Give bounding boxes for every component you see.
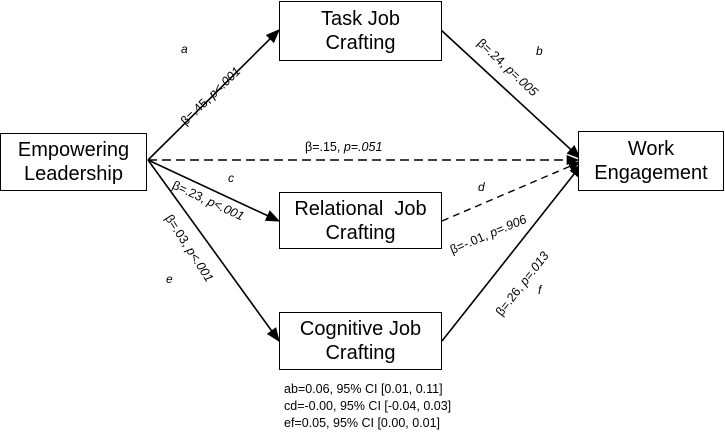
node-label-line: Crafting: [325, 221, 396, 244]
indirect-effect-cd: cd=-0.00, 95% CI [-0.04, 0.03]: [284, 399, 452, 413]
path-d-letter: d: [478, 180, 485, 194]
node-relational-job-crafting: Relational Job Crafting: [279, 192, 442, 249]
node-label-line: Crafting: [325, 32, 396, 54]
indirect-effect-ab: ab=0.06, 95% CI [0.01, 0.11]: [284, 382, 443, 396]
path-a-letter: a: [181, 42, 188, 56]
beta-value: β=.15,: [305, 140, 344, 154]
node-label-line: Relational Job: [294, 197, 427, 220]
path-d-arrow: [441, 161, 582, 222]
node-label-line: Cognitive Job: [299, 318, 422, 340]
node-label-line: Task Job: [321, 8, 400, 30]
path-c-letter: c: [228, 171, 234, 185]
path-direct-coefficient: β=.15, p=.051: [305, 140, 382, 154]
path-b-letter: b: [536, 44, 543, 58]
path-f-arrow: [441, 162, 583, 342]
node-empowering-leadership: Empowering Leadership: [0, 133, 147, 191]
path-a-arrow: [147, 28, 281, 161]
path-e-arrow: [147, 159, 280, 343]
path-e-letter: e: [166, 272, 173, 286]
path-b-arrow: [440, 29, 582, 159]
node-task-job-crafting: Task Job Crafting: [279, 1, 442, 61]
path-c-arrow: [147, 159, 281, 222]
node-work-engagement: Work Engagement: [578, 131, 724, 191]
node-label-line: Work: [627, 138, 675, 160]
node-label-line: Engagement: [594, 162, 708, 184]
indirect-effect-ef: ef=0.05, 95% CI [0.00, 0.01]: [284, 416, 441, 430]
node-label-line: Empowering: [17, 139, 130, 161]
path-f-letter: f: [538, 283, 542, 297]
node-label-line: Leadership: [24, 163, 123, 185]
node-label-line: Crafting: [325, 342, 396, 364]
p-value: p=.051: [343, 140, 383, 154]
indirect-effects-notes: ab=0.06, 95% CI [0.01, 0.11] cd=-0.00, 9…: [284, 381, 451, 432]
node-cognitive-job-crafting: Cognitive Job Crafting: [279, 312, 442, 370]
